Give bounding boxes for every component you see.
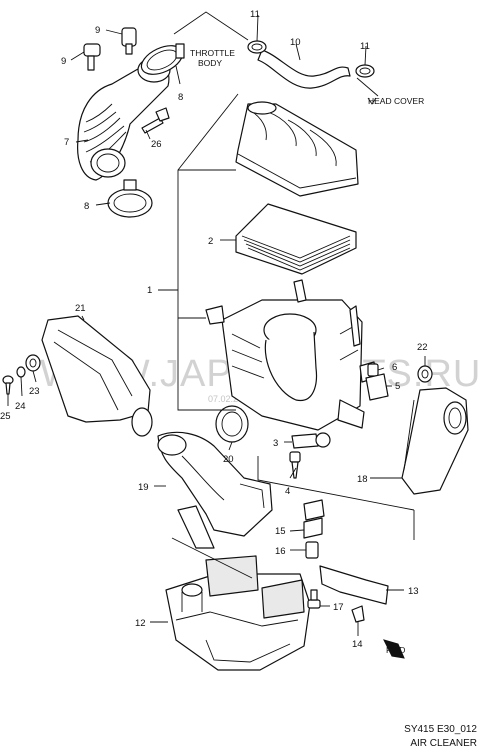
callout-18: 18 <box>357 474 368 485</box>
bolt-3 <box>291 432 331 449</box>
callout-16: 16 <box>275 546 286 557</box>
air-cleaner-cap <box>235 101 359 197</box>
inlet-duct-19 <box>157 431 273 549</box>
bolt-4 <box>289 451 301 479</box>
diagram-code: SY415 E30_012 <box>404 724 477 735</box>
callout-24: 24 <box>15 401 26 412</box>
callout-11a: 11 <box>250 9 260 20</box>
callout-4: 4 <box>285 486 290 497</box>
grommet-6 <box>367 363 379 377</box>
callout-10: 10 <box>290 37 301 48</box>
head-cover-label: HEAD COVER <box>368 96 424 106</box>
fwd-arrow-icon: FWD <box>383 639 405 659</box>
callout-1: 1 <box>147 285 152 296</box>
hose-clamp-8-lower <box>107 179 153 218</box>
callout-9a: 9 <box>95 25 100 36</box>
callout-8a: 8 <box>178 92 183 103</box>
callout-2: 2 <box>208 236 213 247</box>
outlet-hose-part <box>77 57 171 181</box>
callout-9b: 9 <box>61 56 66 67</box>
callout-20: 20 <box>223 454 234 465</box>
clip-14 <box>351 605 365 623</box>
grommet-22 <box>417 365 433 383</box>
resonator-21 <box>41 315 153 437</box>
clip-11b <box>355 64 375 78</box>
hose-clamp-upper <box>140 43 185 75</box>
callout-23: 23 <box>29 386 40 397</box>
callout-12: 12 <box>135 618 146 629</box>
callout-8b: 8 <box>84 201 89 212</box>
throttle-body-label-line1: THROTTLE <box>190 48 235 58</box>
callout-17: 17 <box>333 602 344 613</box>
diagram-title: AIR CLEANER <box>410 738 477 749</box>
lower-case-12 <box>165 555 311 671</box>
air-cleaner-case <box>205 279 377 431</box>
fwd-label: FWD <box>386 645 405 655</box>
breather-connector-9a <box>121 27 137 55</box>
breather-connector-9b <box>83 43 101 71</box>
bolt-26 <box>141 107 170 134</box>
collar-16 <box>305 541 319 559</box>
seal-20 <box>215 405 249 443</box>
bolt-17 <box>307 589 321 609</box>
screw-25 <box>2 375 14 395</box>
bracket-13 <box>303 499 389 605</box>
grommet-23 <box>25 354 41 372</box>
callout-21: 21 <box>75 303 86 314</box>
throttle-body-label-line2: BODY <box>198 58 222 68</box>
callout-19: 19 <box>138 482 149 493</box>
callout-11b: 11 <box>360 41 370 52</box>
callout-13: 13 <box>408 586 419 597</box>
callout-7: 7 <box>64 137 69 148</box>
callout-15: 15 <box>275 526 286 537</box>
filter-element <box>235 203 357 275</box>
callout-6: 6 <box>392 362 397 373</box>
callout-25: 25 <box>0 411 11 422</box>
breather-hose-10 <box>257 49 351 89</box>
callout-5: 5 <box>395 381 400 392</box>
clip-11a <box>247 40 267 54</box>
callout-22: 22 <box>417 342 428 353</box>
bracket-5 <box>365 373 389 401</box>
watermark-date: 07.02.2010 <box>208 394 253 404</box>
cushion-15 <box>303 517 323 539</box>
callout-14: 14 <box>352 639 363 650</box>
collar-24 <box>16 366 26 378</box>
callout-26: 26 <box>151 139 162 150</box>
callout-3: 3 <box>273 438 278 449</box>
intake-pipe-18 <box>401 387 469 495</box>
